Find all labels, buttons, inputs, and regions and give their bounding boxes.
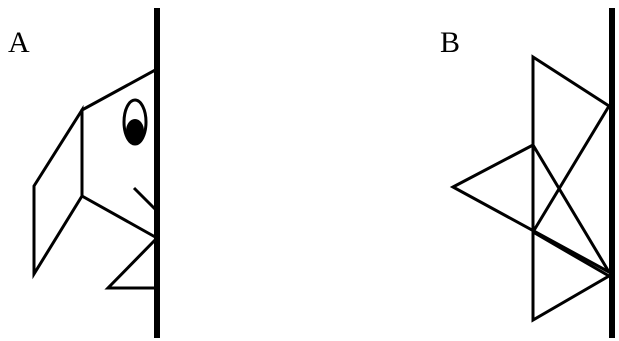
panel-a-label: A (8, 26, 30, 59)
panel-a: A (8, 8, 157, 338)
panel-a-mouth-line (134, 188, 157, 211)
panel-a-head-shape (82, 69, 157, 238)
panel-b: B (440, 8, 612, 338)
panel-b-middle-triangle (453, 145, 609, 272)
panel-a-beak-shape (34, 110, 82, 274)
panel-a-neck-triangle (108, 238, 157, 288)
panel-b-label: B (440, 26, 460, 59)
panel-a-eye (124, 100, 146, 144)
panel-b-bottom-triangle (533, 232, 609, 320)
panel-a-eye-pupil (126, 119, 144, 143)
